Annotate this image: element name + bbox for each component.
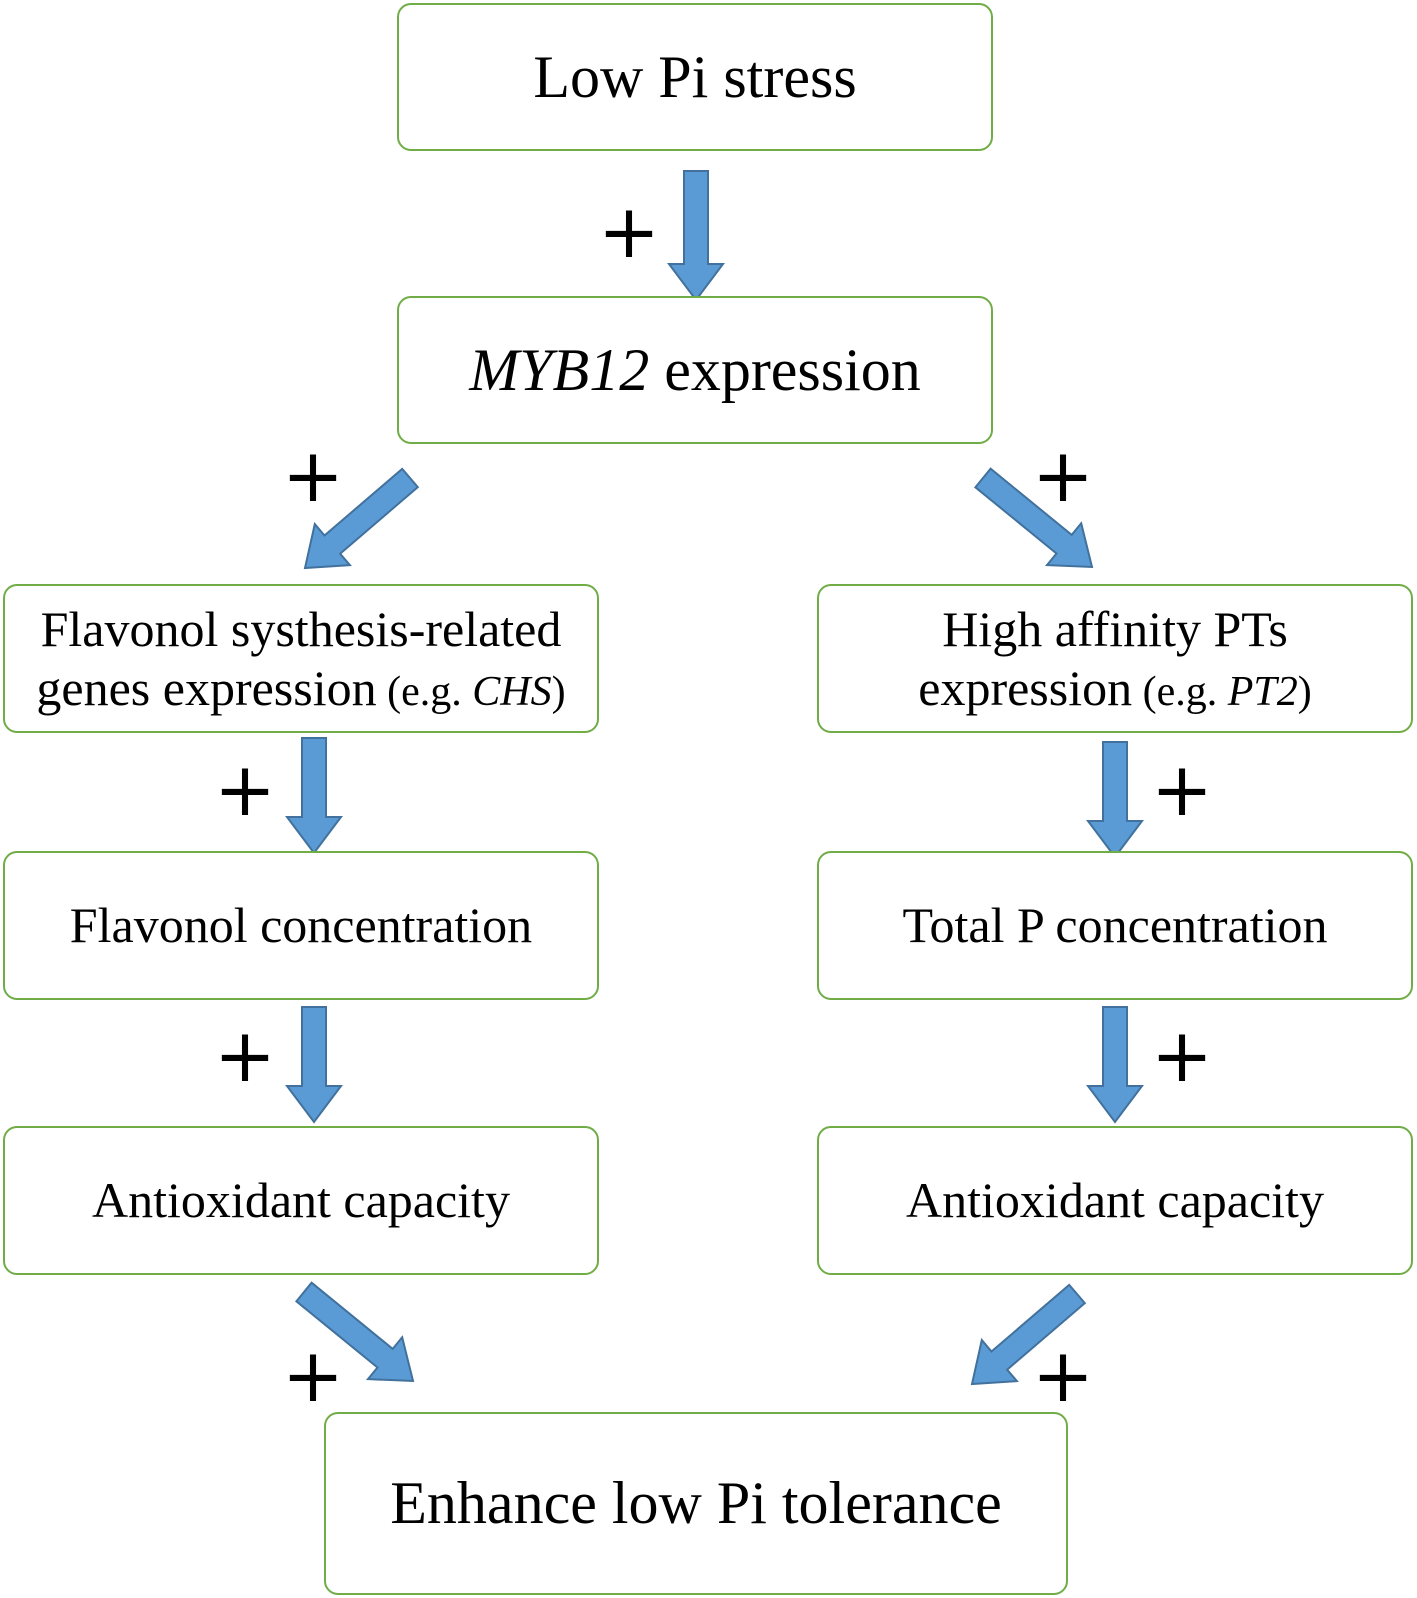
plus-sign-total-p-to-antioxidant: + (1150, 1013, 1213, 1099)
plus-sign-myb12-to-flavonol-genes: + (281, 433, 344, 519)
plus-sign-left-to-tolerance: + (281, 1333, 344, 1419)
total-p-concentration-node: Total P concentration (817, 851, 1413, 1000)
arrow-myb12-to-flavonol-genes (303, 467, 420, 570)
high-affinity-pts-line2: expression (918, 659, 1133, 716)
enhance-low-pi-tolerance-node: Enhance low Pi tolerance (324, 1412, 1068, 1595)
myb12-expression-label: expression (649, 336, 921, 403)
low-pi-stress-node: Low Pi stress (397, 3, 993, 151)
antioxidant-capacity-left-label: Antioxidant capacity (92, 1172, 510, 1228)
myb12-gene-label: MYB12 (469, 336, 650, 403)
arrow-left-to-tolerance (294, 1281, 415, 1383)
flavonol-concentration-node: Flavonol concentration (3, 851, 599, 1000)
enhance-low-pi-tolerance-label: Enhance low Pi tolerance (390, 1470, 1002, 1537)
plus-sign-right-to-tolerance: + (1031, 1333, 1094, 1419)
chs-gene-label: CHS (472, 668, 552, 715)
arrow-stress-to-myb12 (667, 170, 725, 302)
plus-sign-myb12-to-pts: + (1031, 433, 1094, 519)
plus-sign-stress-to-myb12: + (597, 189, 660, 275)
flavonol-genes-line1: Flavonol systhesis-related (40, 600, 562, 657)
low-pi-stress-label: Low Pi stress (533, 43, 857, 110)
arrow-myb12-to-pts (973, 467, 1094, 569)
plus-sign-pts-to-total-p: + (1150, 747, 1213, 833)
pt2-gene-label: PT2 (1227, 668, 1298, 715)
total-p-concentration-label: Total P concentration (902, 897, 1328, 953)
arrow-flavonol-genes-to-conc (285, 737, 343, 855)
flavonol-genes-node: Flavonol systhesis-related genes express… (3, 584, 599, 733)
myb12-expression-node: MYB12 expression (397, 296, 993, 444)
plus-sign-flavonol-to-antioxidant: + (213, 1013, 276, 1099)
arrow-total-p-to-antioxidant (1086, 1006, 1144, 1124)
flavonol-genes-line2: genes expression (36, 659, 377, 716)
high-affinity-pts-line1: High affinity PTs (942, 600, 1288, 657)
high-affinity-pts-node: High affinity PTs expression (e.g. PT2) (817, 584, 1413, 733)
antioxidant-capacity-left-node: Antioxidant capacity (3, 1126, 599, 1275)
flavonol-concentration-label: Flavonol concentration (69, 897, 533, 953)
arrow-right-to-tolerance (970, 1283, 1087, 1386)
plus-sign-flavonol-genes-to-concentration: + (213, 747, 276, 833)
antioxidant-capacity-right-node: Antioxidant capacity (817, 1126, 1413, 1275)
arrow-flavonol-to-antioxidant (285, 1006, 343, 1124)
antioxidant-capacity-right-label: Antioxidant capacity (906, 1172, 1324, 1228)
arrow-pts-to-total-p (1086, 741, 1144, 859)
